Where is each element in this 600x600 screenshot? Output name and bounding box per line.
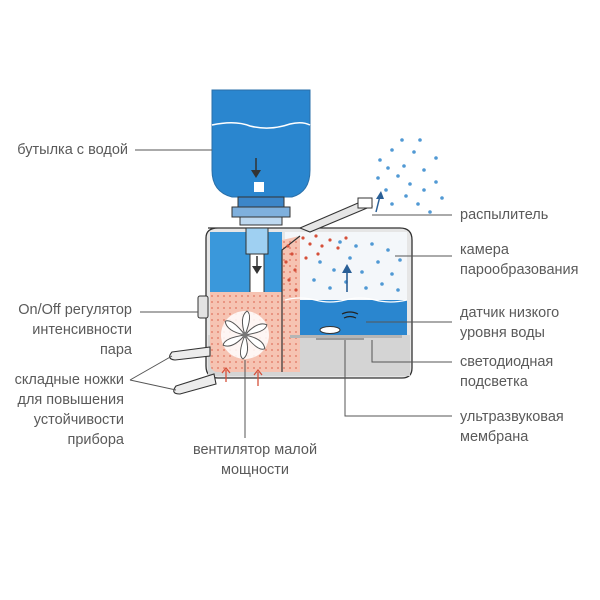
label-bottle: бутылка с водой — [17, 142, 128, 158]
mist-spray — [312, 138, 444, 292]
fan-icon — [221, 310, 269, 360]
label-sprayer: распылитель — [460, 207, 549, 223]
label-water-sensor: датчик низкого уровня воды — [460, 305, 560, 341]
arrow-icon — [342, 264, 352, 292]
label-chamber: камера парообразования — [460, 242, 579, 278]
leader-lines — [129, 149, 452, 438]
sprayer — [298, 191, 384, 233]
label-legs: складные ножки для повышения устойчивост… — [14, 372, 124, 448]
label-fan: вентилятор малой мощности — [192, 442, 318, 478]
arrow-icon — [252, 256, 262, 274]
label-membrane: ультразвуковая мембрана — [460, 409, 564, 445]
label-led: светодиодная подсветка — [460, 354, 554, 390]
arrow-icon — [221, 366, 263, 386]
arrow-icon — [251, 158, 261, 178]
wave-signal-icon — [341, 311, 359, 319]
folding-legs — [169, 346, 217, 395]
label-on-off: On/Off регулятор интенсивности пара — [18, 302, 132, 358]
on-off-knob — [197, 295, 209, 319]
water-bottle — [211, 89, 311, 226]
arrow-icon — [375, 191, 384, 213]
fan-compartment — [210, 234, 348, 386]
water-level — [284, 297, 408, 340]
